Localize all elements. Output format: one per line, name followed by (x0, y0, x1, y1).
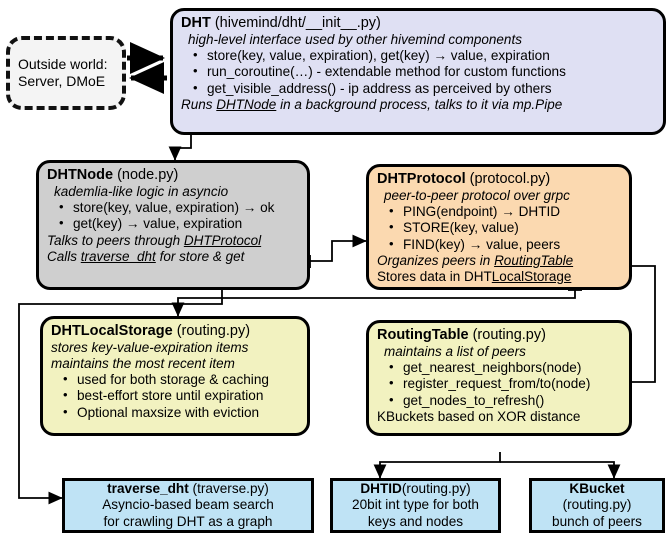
dht-bullet: store(key, value, expiration), get(key) … (193, 47, 657, 64)
routingtable-title: RoutingTable (routing.py) (377, 327, 623, 344)
dhtnode-footer2: Calls traverse_dht for store & get (47, 249, 301, 265)
dhtprotocol-footer1: Organizes peers in RoutingTable (377, 253, 623, 269)
dhtprotocol-bullets: PING(endpoint) → DHTID STORE(key, value)… (377, 203, 623, 253)
traverse-title: traverse_dht (traverse.py) (65, 481, 311, 498)
dhtid-line2: keys and nodes (367, 513, 464, 529)
dhtid-line1: 20bit int type for both (352, 497, 479, 513)
routingtable-footer: KBuckets based on XOR distance (377, 408, 581, 424)
routingtable-subtitle: maintains a list of peers (384, 344, 526, 360)
dhtprotocol-bullet: FIND(key) → value, peers (389, 236, 623, 253)
dht-bullet: get_visible_address() - ip address as pe… (193, 80, 657, 97)
wire-dht-to-dhtnode (168, 135, 192, 161)
dhtnode-bullet: store(key, value, expiration) → ok (59, 199, 301, 216)
dhtnode-title: DHTNode (node.py) (47, 167, 301, 184)
dht-name: DHT (181, 15, 211, 31)
dhtnode-footer1: Talks to peers through DHTProtocol (47, 233, 301, 249)
dhtlocalstorage-title: DHTLocalStorage (routing.py) (51, 323, 301, 340)
dhtlocalstorage-bullets: used for both storage & caching best-eff… (51, 371, 301, 421)
node-outside-world[interactable]: Outside world: Server, DMoE (6, 36, 126, 110)
node-kbucket[interactable]: KBucket (routing.py) bunch of peers (529, 478, 665, 533)
node-routingtable[interactable]: RoutingTable (routing.py) maintains a li… (366, 320, 632, 436)
routingtable-bullet: get_nodes_to_refresh() (389, 392, 623, 409)
dhtlocalstorage-subtitle2: maintains the most recent item (51, 356, 235, 372)
node-dhtid[interactable]: DHTID(routing.py) 20bit int type for bot… (330, 478, 501, 533)
traverse-file: (traverse.py) (192, 480, 269, 496)
dhtid-title: DHTID(routing.py) (333, 481, 498, 498)
kbucket-name: KBucket (569, 480, 625, 496)
dhtprotocol-footer2-pre: Stores data in DHT (377, 269, 492, 285)
dhtlocalstorage-subtitle1: stores key-value-expiration items (51, 340, 249, 356)
dhtnode-bullets: store(key, value, expiration) → ok get(k… (47, 199, 301, 233)
dht-subtitle: high-level interface used by other hivem… (188, 32, 522, 48)
routingtable-bullet: register_request_from/to(node) (389, 375, 623, 392)
dhtnode-link-dhtprotocol[interactable]: DHTProtocol (183, 232, 262, 248)
dhtlocalstorage-bullet: Optional maxsize with eviction (63, 404, 301, 421)
dhtprotocol-footer2: Stores data in DHTLocalStorage (377, 269, 623, 285)
dht-bullets: store(key, value, expiration), get(key) … (181, 47, 657, 97)
wire-routingtable-to-leaves (373, 452, 621, 479)
dhtlocalstorage-bullet: used for both storage & caching (63, 371, 301, 388)
traverse-line1: Asyncio-based beam search (102, 497, 274, 513)
dht-file: (hivemind/dht/__init__.py) (214, 15, 381, 31)
kbucket-line1: bunch of peers (552, 513, 642, 529)
dhtprotocol-bullet: PING(endpoint) → DHTID (389, 203, 623, 220)
dht-footer-post: in a background process, talks to it via… (276, 96, 563, 112)
dhtlocalstorage-name: DHTLocalStorage (51, 323, 173, 339)
dhtid-file: (routing.py) (401, 480, 471, 496)
dhtprotocol-link-routingtable[interactable]: RoutingTable (494, 252, 574, 268)
dhtprotocol-link-localstorage[interactable]: LocalStorage (491, 269, 572, 285)
dhtnode-footer2-post: for store & get (155, 248, 245, 264)
dht-footer-link-dhtnode[interactable]: DHTNode (216, 96, 277, 112)
routingtable-bullet: get_nearest_neighbors(node) (389, 359, 623, 376)
dht-bullet: run_coroutine(…) - extendable method for… (193, 63, 657, 80)
routingtable-file: (routing.py) (472, 327, 546, 343)
dhtnode-file: (node.py) (117, 167, 179, 183)
dht-footer-pre: Runs (181, 96, 217, 112)
dhtnode-name: DHTNode (47, 167, 114, 183)
node-dht[interactable]: DHT (hivemind/dht/__init__.py) high-leve… (170, 8, 666, 135)
node-dhtnode[interactable]: DHTNode (node.py) kademlia-like logic in… (36, 160, 310, 290)
routingtable-name: RoutingTable (377, 327, 469, 343)
kbucket-title: KBucket (532, 481, 662, 498)
node-traverse-dht[interactable]: traverse_dht (traverse.py) Asyncio-based… (62, 478, 314, 533)
routingtable-bullets: get_nearest_neighbors(node) register_req… (377, 359, 623, 409)
wire-outside-to-dht (127, 41, 167, 95)
dhtprotocol-footer1-pre: Organizes peers in (377, 252, 495, 268)
dhtnode-footer2-pre: Calls (47, 248, 81, 264)
dhtnode-link-traverse-dht[interactable]: traverse_dht (80, 248, 156, 264)
dhtlocalstorage-bullet: best-effort store until expiration (63, 387, 301, 404)
dht-title: DHT (hivemind/dht/__init__.py) (181, 15, 657, 32)
dhtprotocol-title: DHTProtocol (protocol.py) (377, 171, 623, 188)
traverse-line2: for crawling DHT as a graph (103, 513, 273, 529)
traverse-name: traverse_dht (107, 480, 189, 496)
node-dhtlocalstorage[interactable]: DHTLocalStorage (routing.py) stores key-… (40, 316, 310, 436)
dht-footer: Runs DHTNode in a background process, ta… (181, 97, 657, 113)
dhtlocalstorage-file: (routing.py) (176, 323, 251, 339)
outside-world-line2: Server, DMoE (18, 73, 106, 89)
dhtprotocol-file: (protocol.py) (469, 171, 551, 187)
kbucket-file: (routing.py) (562, 497, 632, 513)
dhtid-name: DHTID (360, 480, 402, 496)
dhtnode-subtitle: kademlia-like logic in asyncio (54, 184, 229, 200)
dhtprotocol-name: DHTProtocol (377, 171, 466, 187)
node-dhtprotocol[interactable]: DHTProtocol (protocol.py) peer-to-peer p… (366, 164, 632, 290)
wire-dhtnode-to-dhtprotocol (309, 234, 367, 268)
dhtprotocol-bullet: STORE(key, value) (389, 219, 623, 236)
dhtnode-bullet: get(key) → value, expiration (59, 215, 301, 232)
outside-world-line1: Outside world: (18, 55, 108, 72)
dhtnode-footer1-pre: Talks to peers through (47, 232, 184, 248)
dhtprotocol-subtitle: peer-to-peer protocol over grpc (384, 188, 570, 204)
wire-dhtprotocol-to-localstorage (171, 289, 582, 317)
